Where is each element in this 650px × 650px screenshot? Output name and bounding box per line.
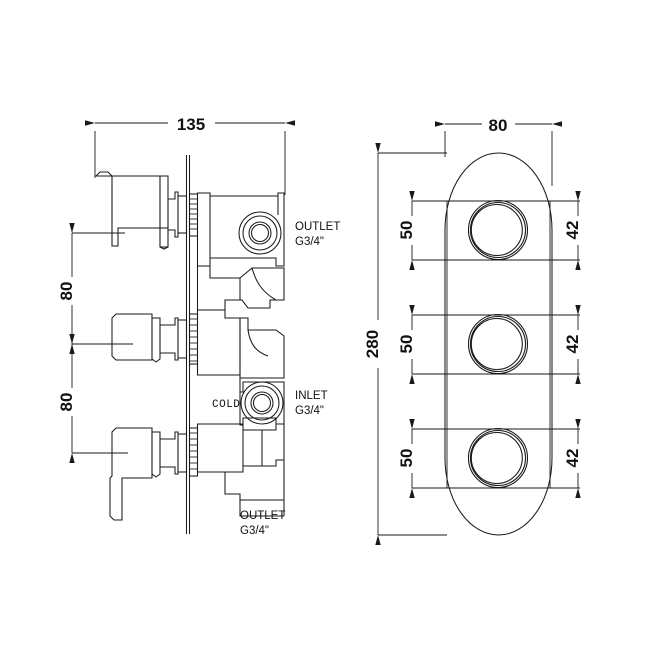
- label-outlet-bottom-line1: OUTLET: [240, 510, 285, 522]
- label-outlet-top-line1: OUTLET: [295, 221, 340, 233]
- mid-thread-body: [188, 313, 199, 365]
- inlet-port-mid: [244, 385, 280, 421]
- dim-label-50-top: 50: [397, 221, 416, 240]
- bottom-thread-teeth: [189, 432, 198, 470]
- top-collar-step: [159, 227, 169, 248]
- inlet-port-bore: [250, 391, 274, 415]
- dim-label-135: 135: [177, 115, 205, 134]
- front-view-dimensions: [375, 121, 581, 545]
- dim-label-42-bottom: 42: [563, 449, 582, 468]
- dim-label-plate-height: 280: [363, 330, 382, 358]
- mid-body-block: [196, 265, 285, 311]
- top-lever-handle: [94, 171, 161, 247]
- bottom-outlet-stub: [239, 500, 284, 517]
- side-view-dimensions: [69, 120, 295, 463]
- label-outlet-top-line2: G3/4": [295, 236, 324, 248]
- top-outlet-port-mid: [242, 215, 278, 251]
- label-inlet-line1: INLET: [295, 390, 328, 402]
- label-outlet-bottom-line2: G3/4": [240, 525, 269, 537]
- dim-label-42-top: 42: [563, 221, 582, 240]
- inlet-body-curve: [247, 329, 269, 357]
- top-outlet-port-outer: [238, 211, 282, 255]
- mid-collar: [151, 317, 161, 363]
- bottom-body-block: [196, 423, 285, 473]
- label-cold: COLD: [212, 399, 240, 411]
- plate-outline: [444, 152, 553, 536]
- top-collar: [159, 175, 169, 250]
- bottom-outlet-skirt: [197, 466, 285, 501]
- control-knob-bottom: [467, 427, 529, 489]
- top-spindle: [167, 191, 179, 238]
- bottom-spindle-collar: [177, 433, 188, 473]
- inlet-body-block: [239, 317, 285, 379]
- mid-thread-teeth: [189, 318, 198, 362]
- front-plate-view: [444, 152, 553, 536]
- top-thread-teeth: [189, 198, 198, 230]
- mid-lower-body: [196, 309, 241, 376]
- dim-label-plate-width: 80: [489, 116, 508, 135]
- dim-label-50-mid: 50: [397, 335, 416, 354]
- mid-spindle: [159, 317, 179, 361]
- inlet-port-inner: [252, 393, 272, 413]
- mid-body-curve: [251, 267, 277, 301]
- top-spindle-collar: [177, 195, 188, 234]
- dim-label-50-bottom: 50: [397, 449, 416, 468]
- dim-label-80-upper: 80: [57, 282, 76, 301]
- dim-label-42-mid: 42: [563, 335, 582, 354]
- bottom-spindle: [159, 431, 179, 475]
- control-knob-middle: [467, 313, 529, 375]
- top-thread-body: [188, 193, 199, 237]
- top-outlet-port-inner: [250, 223, 270, 243]
- bottom-collar: [151, 431, 161, 478]
- dim-label-80-lower: 80: [57, 393, 76, 412]
- control-knob-top: [467, 199, 529, 261]
- mid-lever-handle: [111, 313, 153, 361]
- side-section-view: [94, 155, 285, 534]
- top-outlet-port-bore: [248, 221, 272, 245]
- bottom-lever-handle: [109, 427, 153, 521]
- mid-spindle-collar: [177, 319, 188, 359]
- label-inlet-line2: G3/4": [295, 405, 324, 417]
